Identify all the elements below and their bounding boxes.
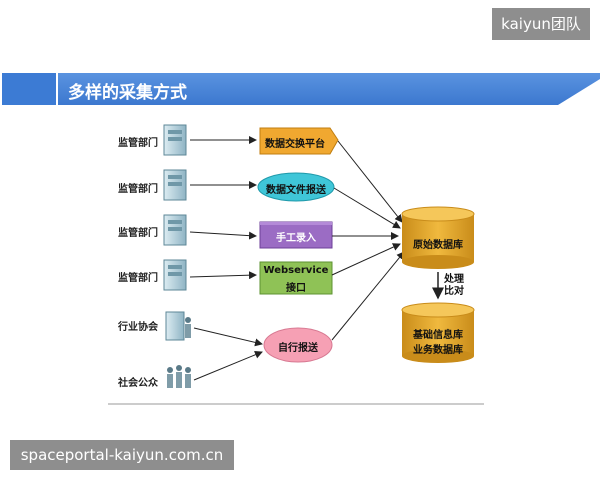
title-accent-block — [2, 73, 56, 105]
server-icon — [163, 124, 187, 156]
process-label: 处理 — [444, 274, 464, 285]
source-label: 监管部门 — [118, 184, 158, 195]
source-label: 监管部门 — [118, 228, 158, 239]
source-label: 社会公众 — [118, 378, 158, 389]
exchange-platform-label: 数据交换平台 — [265, 139, 325, 150]
manual-entry-label: 手工录入 — [276, 233, 316, 244]
raw-database-label: 原始数据库 — [413, 240, 463, 251]
file-report-label: 数据文件报送 — [266, 185, 326, 196]
source-label: 监管部门 — [118, 273, 158, 284]
business-database-label: 业务数据库 — [413, 345, 463, 356]
server-icon — [163, 214, 187, 246]
webservice-shape — [259, 261, 333, 295]
building-people-icon — [165, 311, 191, 341]
base-database-cylinder — [401, 302, 475, 363]
self-report-label: 自行报送 — [278, 343, 318, 354]
self-report-shape — [263, 327, 333, 363]
server-icon — [163, 169, 187, 201]
webservice-interface-label: 接口 — [286, 283, 306, 294]
page-title: 多样的采集方式 — [68, 83, 187, 103]
manual-entry-shape — [259, 221, 333, 249]
webservice-label: Webservice — [263, 265, 329, 276]
watermark-bottom: spaceportal-kaiyun.com.cn — [10, 440, 234, 470]
people-icon — [167, 365, 191, 388]
title-bar — [58, 73, 600, 105]
compare-label: 比对 — [444, 286, 464, 297]
watermark-top: kaiyun团队 — [492, 8, 590, 40]
file-report-shape — [257, 172, 335, 202]
raw-database-cylinder — [401, 206, 475, 269]
server-icon — [163, 259, 187, 291]
exchange-platform-shape — [259, 127, 339, 155]
base-database-label: 基础信息库 — [413, 330, 463, 341]
source-label: 监管部门 — [118, 138, 158, 149]
source-label: 行业协会 — [118, 322, 158, 333]
